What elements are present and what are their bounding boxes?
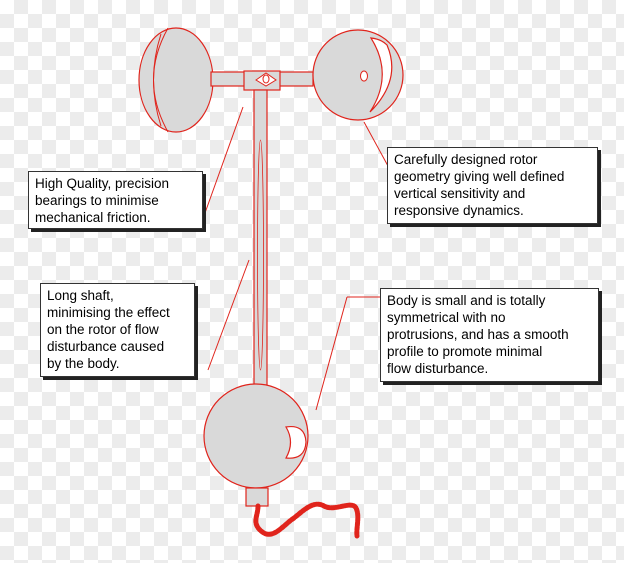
shaft-callout: Long shaft, minimising the effect on the… [40,283,195,377]
bearings-callout: High Quality, precision bearings to mini… [28,171,203,229]
sensor-body [203,383,309,489]
right-cup [312,29,404,121]
rotor-leader-line [363,121,389,167]
rotor-callout: Carefully designed rotor geometry giving… [387,147,598,224]
long-shaft [253,89,268,393]
shaft-leader-line [207,259,250,371]
bearings-leader-line [204,106,244,214]
body-leader-line [315,296,348,411]
cable [253,501,361,539]
leader-lines [204,106,389,411]
left-cup [138,27,214,133]
bearing-block [243,70,281,91]
body-callout: Body is small and is totally symmetrical… [380,288,599,382]
cable-connector [245,487,269,507]
